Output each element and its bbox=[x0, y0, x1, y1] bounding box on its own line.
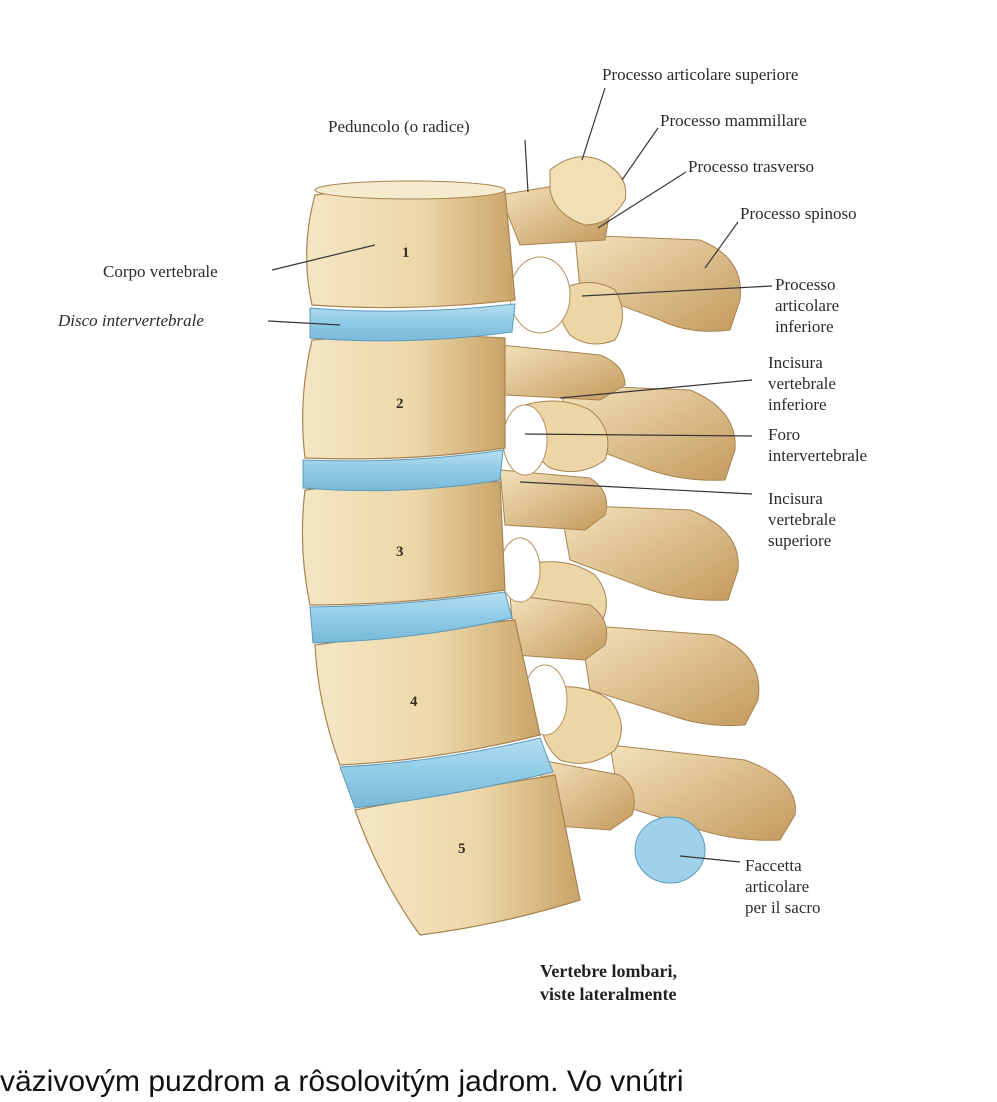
vertebral-body-2 bbox=[302, 334, 506, 460]
label-line: articolare bbox=[745, 877, 810, 896]
intervertebral-disc-2 bbox=[302, 449, 504, 492]
label-processo-trasverso: Processo trasverso bbox=[688, 157, 815, 176]
vertebra-number-2: 2 bbox=[396, 396, 404, 412]
label-line: articolare bbox=[775, 296, 840, 315]
body-text-fragment: väzivovým puzdrom a rôsolovitým jadrom. … bbox=[0, 1065, 684, 1098]
label-peduncolo: Peduncolo (o radice) bbox=[328, 117, 470, 136]
label-line: Incisura bbox=[768, 489, 823, 508]
label-disco-intervertebrale: Disco intervertebrale bbox=[58, 311, 204, 330]
intervertebral-discs bbox=[302, 303, 554, 809]
intervertebral-disc-4 bbox=[339, 737, 554, 809]
vertebral-body-1 bbox=[306, 186, 516, 309]
superior-articular-process bbox=[549, 156, 627, 226]
label-line: inferiore bbox=[775, 317, 834, 336]
leader-incisura-inf bbox=[559, 379, 753, 399]
caption-line: viste lateralmente bbox=[540, 984, 677, 1004]
label-incisura-vertebrale-inferiore: Incisura vertebrale inferiore bbox=[768, 352, 836, 415]
leader-lines bbox=[267, 87, 773, 863]
label-line: per il sacro bbox=[745, 898, 821, 917]
leader-spinoso bbox=[704, 221, 739, 269]
label-line: Processo bbox=[775, 275, 836, 294]
label-faccetta-articolare: Faccetta articolare per il sacro bbox=[745, 855, 821, 918]
label-foro-intervertebrale: Foro intervertebrale bbox=[768, 424, 867, 466]
intervertebral-foramina bbox=[499, 256, 571, 736]
leader-corpo bbox=[271, 244, 376, 271]
label-line: vertebrale bbox=[768, 510, 836, 529]
vertebra-numbers: 1 2 3 4 5 bbox=[396, 245, 466, 857]
intervertebral-disc-1 bbox=[309, 303, 516, 342]
label-line: vertebrale bbox=[768, 374, 836, 393]
intervertebral-disc-3 bbox=[309, 591, 513, 644]
leader-faccetta bbox=[679, 855, 741, 863]
label-processo-spinoso: Processo spinoso bbox=[740, 204, 857, 223]
leader-incisura-sup bbox=[519, 481, 753, 495]
leader-peduncolo bbox=[524, 139, 529, 193]
label-processo-articolare-superiore: Processo articolare superiore bbox=[602, 65, 799, 84]
vertebra-number-3: 3 bbox=[396, 544, 404, 560]
leader-inf-articular bbox=[581, 285, 773, 297]
vertebra-number-1: 1 bbox=[402, 245, 410, 261]
leader-disco bbox=[267, 320, 341, 326]
spinous-processes bbox=[559, 234, 796, 841]
vertebra-number-4: 4 bbox=[410, 694, 418, 710]
label-line: intervertebrale bbox=[768, 446, 868, 465]
label-incisura-vertebrale-superiore: Incisura vertebrale superiore bbox=[768, 488, 836, 551]
label-line: Incisura bbox=[768, 353, 823, 372]
sacral-articular-facet bbox=[634, 816, 706, 884]
label-line: superiore bbox=[768, 531, 832, 550]
leader-sup-articular bbox=[581, 87, 606, 161]
leader-foro bbox=[524, 433, 753, 437]
label-corpo-vertebrale: Corpo vertebrale bbox=[103, 262, 218, 281]
vertebral-bodies bbox=[301, 180, 581, 936]
spinous-process-5 bbox=[609, 744, 796, 841]
label-processo-articolare-inferiore: Processo articolare inferiore bbox=[775, 274, 839, 337]
inferior-articular-process-1 bbox=[558, 282, 623, 345]
figure-caption: Vertebre lombari, viste lateralmente bbox=[540, 960, 677, 1006]
vertebral-body-3 bbox=[301, 480, 506, 606]
caption-line: Vertebre lombari, bbox=[540, 961, 677, 981]
vertebra-number-5: 5 bbox=[458, 841, 466, 857]
label-processo-mammillare: Processo mammillare bbox=[660, 111, 807, 130]
spinous-process-4 bbox=[579, 624, 760, 727]
label-line: inferiore bbox=[768, 395, 827, 414]
leader-trasverso bbox=[597, 171, 687, 229]
spinous-process-3 bbox=[559, 504, 739, 601]
spinous-process-2 bbox=[559, 384, 736, 481]
spinous-process-1 bbox=[574, 234, 741, 332]
label-line: Foro bbox=[768, 425, 801, 444]
label-line: Faccetta bbox=[745, 856, 802, 875]
leader-mammillare bbox=[621, 127, 659, 181]
